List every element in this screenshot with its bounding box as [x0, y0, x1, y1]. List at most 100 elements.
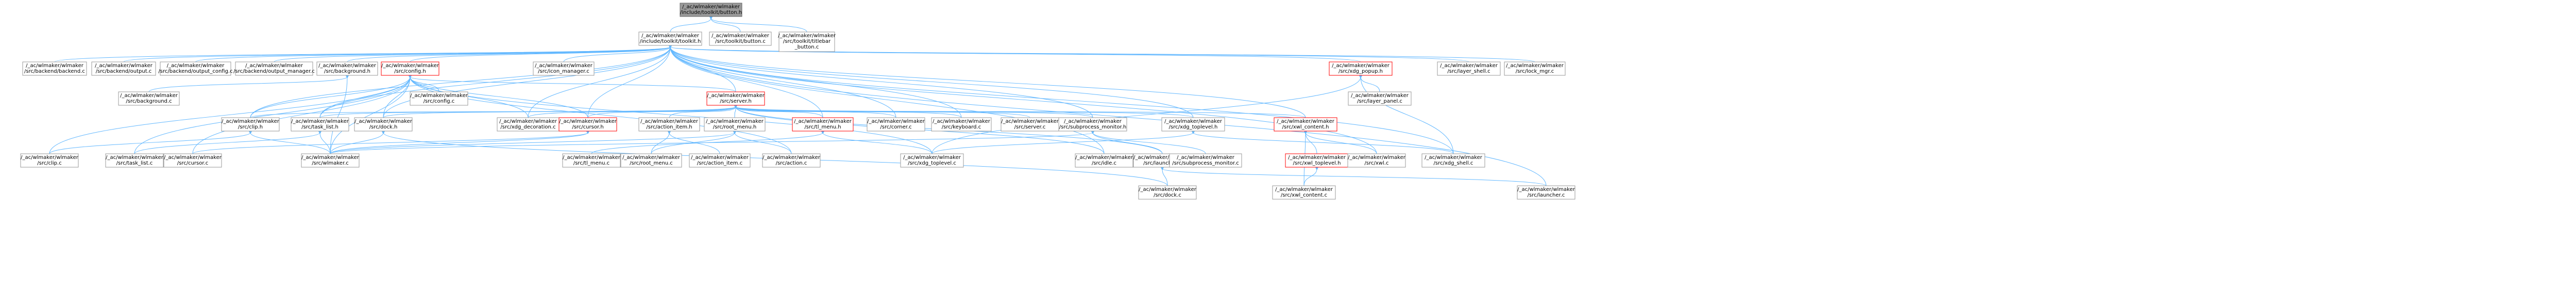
node-xdg-popup-h[interactable]: /_ac/wlmaker/wlmaker/src/xdg_popup.h	[1329, 61, 1393, 76]
node-backend-c[interactable]: /_ac/wlmaker/wlmaker/src/backend/backend…	[22, 61, 87, 76]
node-xwl-toplevel-h[interactable]: /_ac/wlmaker/wlmaker/src/xwl_toplevel.h	[1285, 153, 1349, 168]
node-box	[706, 91, 765, 106]
node-cursor-h[interactable]: /_ac/wlmaker/wlmaker/src/cursor.h	[558, 117, 617, 132]
edge-corner-c-to-toolkit-h	[670, 47, 896, 118]
node-label: /_ac/wlmaker/wlmaker/src/xdg_popup.h	[1332, 63, 1390, 74]
node-box	[22, 61, 87, 76]
node-output-config-c[interactable]: /_ac/wlmaker/wlmaker/src/backend/output_…	[158, 61, 233, 76]
node-label-line: /_ac/wlmaker/wlmaker	[622, 155, 681, 160]
node-launcher-c[interactable]: /_ac/wlmaker/wlmaker/src/launcher.c	[1517, 185, 1575, 200]
node-action-c[interactable]: /_ac/wlmaker/wlmaker/src/action.c	[762, 153, 821, 168]
node-action-item-h[interactable]: /_ac/wlmaker/wlmaker/src/action_item.h	[638, 117, 700, 132]
node-box	[1437, 61, 1501, 76]
node-box	[235, 61, 313, 76]
node-label: /_ac/wlmaker/wlmaker/src/tl_menu.c	[563, 155, 621, 166]
node-label: /_ac/wlmaker/wlmaker/src/server.h	[707, 93, 765, 104]
node-label-line: /src/dock.h	[369, 124, 398, 130]
node-background-c[interactable]: /_ac/wlmaker/wlmaker/src/background.c	[118, 91, 180, 106]
node-output-manager-c[interactable]: /_ac/wlmaker/wlmaker/src/backend/output_…	[233, 61, 315, 76]
node-label: /_ac/wlmaker/wlmaker/src/xdg_toplevel.c	[903, 155, 961, 166]
edge-xdg-toplevel-c-to-tl-menu-h	[823, 133, 933, 154]
node-box	[221, 117, 280, 132]
node-dock-c[interactable]: /_ac/wlmaker/wlmaker/src/dock.c	[1138, 185, 1197, 200]
node-box	[291, 117, 349, 132]
node-cursor-c[interactable]: /_ac/wlmaker/wlmaker/src/cursor.c	[163, 153, 222, 168]
edge-dock-c-to-launcher-h	[1162, 169, 1168, 186]
node-label: /_ac/wlmaker/wlmaker/src/xdg_decoration.…	[499, 119, 557, 130]
node-tk-button-c[interactable]: /_ac/wlmaker/wlmaker/src/toolkit/button.…	[709, 31, 772, 46]
node-tl-menu-h[interactable]: /_ac/wlmaker/wlmaker/src/tl_menu.h	[792, 117, 854, 132]
node-label-line: /src/xdg_shell.c	[1434, 160, 1473, 166]
node-task-list-h[interactable]: /_ac/wlmaker/wlmaker/src/task_list.h	[291, 117, 349, 132]
node-server-c[interactable]: /_ac/wlmaker/wlmaker/src/server.c	[1001, 117, 1059, 132]
node-box	[497, 117, 560, 132]
node-box	[533, 61, 595, 76]
node-label-line: /src/xwl_content.c	[1281, 192, 1327, 198]
node-label: /_ac/wlmaker/wlmaker/src/corner.c	[867, 119, 925, 130]
node-xdg-toplevel-h[interactable]: /_ac/wlmaker/wlmaker/src/xdg_toplevel.h	[1161, 117, 1225, 132]
node-task-list-c[interactable]: /_ac/wlmaker/wlmaker/src/task_list.c	[105, 153, 164, 168]
node-label-line: /_ac/wlmaker/wlmaker	[95, 63, 153, 69]
node-label: /_ac/wlmaker/wlmaker/src/backend/output.…	[95, 63, 153, 74]
edge-task-list-c-to-task-list-h	[134, 133, 320, 154]
node-server-h[interactable]: /_ac/wlmaker/wlmaker/src/server.h	[706, 91, 765, 106]
node-dock-h[interactable]: /_ac/wlmaker/wlmaker/src/dock.h	[354, 117, 413, 132]
node-wlmaker-c[interactable]: /_ac/wlmaker/wlmaker/src/wlmaker.c	[301, 153, 360, 168]
node-label: /_ac/wlmaker/wlmaker/src/config.c	[410, 93, 468, 104]
node-tl-menu-c[interactable]: /_ac/wlmaker/wlmaker/src/tl_menu.c	[562, 153, 621, 168]
node-keyboard-c[interactable]: /_ac/wlmaker/wlmaker/src/keyboard.c	[931, 117, 992, 132]
edge-icon-manager-c-to-toolkit-h	[563, 47, 670, 62]
edge-clip-h-to-config-h	[250, 77, 410, 118]
edge-subprocess-monitor-h-to-toolkit-h	[670, 47, 1093, 118]
node-clip-h[interactable]: /_ac/wlmaker/wlmaker/src/clip.h	[221, 117, 280, 132]
node-idle-c[interactable]: /_ac/wlmaker/wlmaker/src/idle.c	[1075, 153, 1133, 168]
edge-layer	[49, 18, 1547, 186]
node-xdg-decoration-c[interactable]: /_ac/wlmaker/wlmaker/src/xdg_decoration.…	[497, 117, 560, 132]
node-label-line: /src/cursor.c	[177, 160, 208, 166]
node-box	[638, 31, 702, 46]
node-clip-c[interactable]: /_ac/wlmaker/wlmaker/src/clip.c	[20, 153, 79, 168]
node-label-line: /_ac/wlmaker/wlmaker	[641, 33, 700, 39]
node-label-line: /src/toolkit/button.c	[715, 39, 766, 44]
node-label-line: /_ac/wlmaker/wlmaker	[535, 63, 593, 69]
node-config-h[interactable]: /_ac/wlmaker/wlmaker/src/config.h	[381, 61, 439, 76]
node-config-c[interactable]: /_ac/wlmaker/wlmaker/src/config.c	[410, 91, 468, 106]
node-root-menu-c[interactable]: /_ac/wlmaker/wlmaker/src/root_menu.c	[620, 153, 682, 168]
node-layer-panel-c[interactable]: /_ac/wlmaker/wlmaker/src/layer_panel.c	[1348, 91, 1412, 106]
edge-action-c-to-root-menu-h	[735, 133, 792, 154]
node-label: /_ac/wlmaker/wlmaker/src/task_list.c	[106, 155, 164, 166]
node-root-menu-h[interactable]: /_ac/wlmaker/wlmaker/src/root_menu.h	[704, 117, 766, 132]
edge-cursor-c-to-cursor-h	[192, 133, 588, 154]
node-output-c[interactable]: /_ac/wlmaker/wlmaker/src/backend/output.…	[91, 61, 156, 76]
node-xwl-content-c[interactable]: /_ac/wlmaker/wlmaker/src/xwl_content.c	[1272, 185, 1336, 200]
node-label: /_ac/wlmaker/wlmaker/src/background.c	[120, 93, 178, 104]
node-label-line: /src/config.c	[423, 99, 455, 104]
node-xwl-c[interactable]: /_ac/wlmaker/wlmaker/src/xwl.c	[1347, 153, 1406, 168]
edge-xdg-toplevel-c-to-xdg-toplevel-h	[931, 133, 1193, 154]
node-label-line: /_ac/wlmaker/wlmaker	[301, 155, 360, 160]
node-action-item-c[interactable]: /_ac/wlmaker/wlmaker/src/action_item.c	[689, 153, 751, 168]
node-subprocess-monitor-h[interactable]: /_ac/wlmaker/wlmaker/src/subprocess_moni…	[1058, 117, 1127, 132]
node-label-line: /src/xdg_toplevel.c	[908, 160, 956, 166]
edge-xdg-popup-h-to-toolkit-h	[670, 47, 1361, 62]
node-xdg-toplevel-c[interactable]: /_ac/wlmaker/wlmaker/src/xdg_toplevel.c	[900, 153, 964, 168]
node-label-line: /src/server.c	[1014, 124, 1046, 130]
node-label-line: /src/xwl_toplevel.h	[1293, 160, 1341, 166]
node-box	[316, 61, 378, 76]
node-label-line: /_ac/wlmaker/wlmaker	[120, 93, 178, 99]
node-toolkit-h[interactable]: /_ac/wlmaker/wlmaker/include/toolkit/too…	[638, 31, 702, 46]
node-icon-manager-c[interactable]: /_ac/wlmaker/wlmaker/src/icon_manager.c	[533, 61, 595, 76]
node-lock-mgr-c[interactable]: /_ac/wlmaker/wlmaker/src/lock_mgr.c	[1504, 61, 1566, 76]
node-label: /_ac/wlmaker/wlmaker/src/cursor.c	[164, 155, 222, 166]
node-xwl-content-h[interactable]: /_ac/wlmaker/wlmaker/src/xwl_content.h	[1274, 117, 1337, 132]
node-layer-shell-c[interactable]: /_ac/wlmaker/wlmaker/src/layer_shell.c	[1437, 61, 1501, 76]
node-button-h[interactable]: /_ac/wlmaker/wlmaker/include/toolkit/but…	[680, 3, 742, 17]
node-label: /_ac/wlmaker/wlmaker/src/subprocess_moni…	[1172, 155, 1239, 166]
node-background-h[interactable]: /_ac/wlmaker/wlmaker/src/background.h	[316, 61, 378, 76]
node-titlebar-button-c[interactable]: /_ac/wlmaker/wlmaker/src/toolkit/titleba…	[778, 31, 836, 52]
node-corner-c[interactable]: /_ac/wlmaker/wlmaker/src/corner.c	[867, 117, 925, 132]
node-box	[1274, 117, 1337, 132]
node-xdg-shell-c[interactable]: /_ac/wlmaker/wlmaker/src/xdg_shell.c	[1421, 153, 1485, 168]
edge-xwl-content-c-to-xwl-toplevel-h	[1303, 169, 1317, 186]
node-subprocess-monitor-c[interactable]: /_ac/wlmaker/wlmaker/src/subprocess_moni…	[1169, 153, 1242, 168]
